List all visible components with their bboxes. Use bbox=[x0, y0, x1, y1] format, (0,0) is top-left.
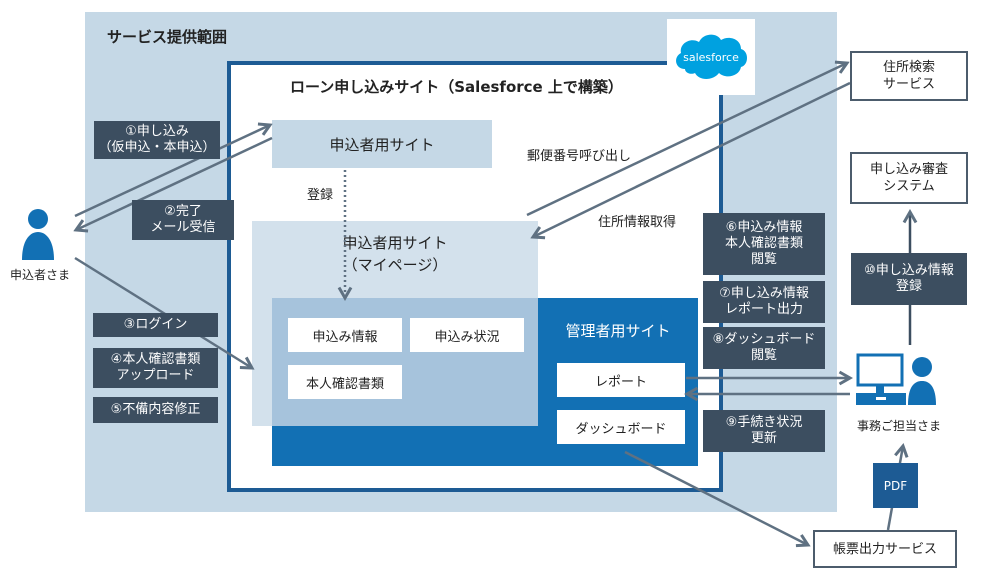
step-1-line1: ①申し込み bbox=[125, 124, 189, 139]
address-search-service[interactable]: 住所検索 サービス bbox=[850, 51, 968, 101]
step-4-line1: ④本人確認書類 bbox=[110, 352, 201, 367]
admin-site-area-bottom bbox=[272, 426, 538, 466]
applicant-label: 申込者さま bbox=[10, 268, 71, 282]
admin-item-report[interactable]: レポート bbox=[557, 363, 685, 397]
register-label: 登録 bbox=[307, 188, 334, 203]
step-5-fix-deficiency: ⑤不備内容修正 bbox=[93, 397, 218, 423]
mypage-item-id-documents[interactable]: 本人確認書類 bbox=[288, 365, 402, 399]
step-9-line2: 更新 bbox=[750, 431, 777, 446]
step-7-line1: ⑦申し込み情報 bbox=[719, 286, 809, 301]
step-8-line2: 閲覧 bbox=[750, 348, 777, 363]
mypage-label: 申込者用サイト （マイページ） bbox=[252, 232, 538, 276]
mypage-label-line1: 申込者用サイト bbox=[342, 234, 448, 252]
review-system-line2: システム bbox=[883, 179, 935, 194]
salesforce-cloud-icon: salesforce bbox=[676, 34, 747, 79]
applicant-site-box[interactable]: 申込者用サイト bbox=[272, 120, 492, 168]
salesforce-site-title: ローン申し込みサイト（Salesforce 上で構築） bbox=[290, 78, 623, 96]
review-system[interactable]: 申し込み審査 システム bbox=[850, 152, 968, 204]
step-10-line1: ⑩申し込み情報 bbox=[864, 263, 954, 278]
step-2-complete-mail: ②完了 メール受信 bbox=[132, 200, 234, 240]
step-7-report-output: ⑦申し込み情報 レポート出力 bbox=[703, 281, 825, 323]
service-scope-title: サービス提供範囲 bbox=[107, 28, 228, 46]
step-8-line1: ⑧ダッシュボード bbox=[712, 332, 816, 347]
address-service-line1: 住所検索 bbox=[882, 60, 935, 75]
salesforce-logo-text: salesforce bbox=[683, 51, 739, 64]
mypage-label-line2: （マイページ） bbox=[342, 256, 448, 274]
step-6-line3: 閲覧 bbox=[750, 252, 777, 267]
step-4-line2: アップロード bbox=[116, 368, 195, 383]
admin-site-title: 管理者用サイト bbox=[565, 322, 671, 340]
step-6-line1: ⑥申込み情報 bbox=[725, 220, 803, 235]
step-8-dashboard-view: ⑧ダッシュボード 閲覧 bbox=[703, 327, 825, 369]
step-5-line1: ⑤不備内容修正 bbox=[110, 402, 201, 417]
step-3-login: ③ログイン bbox=[93, 313, 218, 337]
review-system-line1: 申し込み審査 bbox=[869, 162, 948, 177]
arrow-address-get bbox=[530, 81, 851, 240]
arrow-mail bbox=[73, 136, 273, 233]
step-4-upload-id: ④本人確認書類 アップロード bbox=[93, 348, 218, 388]
postal-call-label: 郵便番号呼び出し bbox=[527, 149, 632, 164]
step-1-apply: ①申し込み （仮申込・本申込） bbox=[94, 121, 220, 159]
step-9-status-update: ⑨手続き状況 更新 bbox=[703, 410, 825, 452]
pdf-icon: PDF bbox=[873, 463, 918, 508]
arrow-apply bbox=[74, 122, 273, 218]
arrow-form-output bbox=[624, 450, 811, 548]
step-6-view-info: ⑥申込み情報 本人確認書類 閲覧 bbox=[703, 213, 825, 275]
mypage-item-application-info[interactable]: 申込み情報 bbox=[288, 318, 402, 352]
step-2-line1: ②完了 bbox=[164, 204, 202, 219]
step-3-line1: ③ログイン bbox=[123, 317, 188, 332]
step-7-line2: レポート出力 bbox=[724, 302, 803, 317]
step-9-line1: ⑨手続き状況 bbox=[725, 415, 803, 430]
admin-item-dashboard[interactable]: ダッシュボード bbox=[557, 410, 685, 444]
applicant-person-icon bbox=[22, 209, 54, 260]
step-10-register-info: ⑩申し込み情報 登録 bbox=[851, 253, 967, 305]
form-output-service[interactable]: 帳票出力サービス bbox=[813, 530, 957, 568]
address-get-label: 住所情報取得 bbox=[598, 215, 677, 230]
step-10-line2: 登録 bbox=[895, 279, 922, 294]
mypage-item-application-status[interactable]: 申込み状況 bbox=[410, 318, 524, 352]
step-6-line2: 本人確認書類 bbox=[724, 236, 803, 251]
staff-computer-person-icon bbox=[856, 353, 936, 405]
staff-label: 事務ご担当さま bbox=[857, 419, 942, 433]
step-1-line2: （仮申込・本申込） bbox=[98, 140, 216, 155]
address-service-line2: サービス bbox=[882, 77, 935, 92]
salesforce-logo: salesforce bbox=[667, 19, 755, 95]
step-2-line2: メール受信 bbox=[150, 220, 216, 235]
arrow-postal-call bbox=[526, 60, 850, 217]
